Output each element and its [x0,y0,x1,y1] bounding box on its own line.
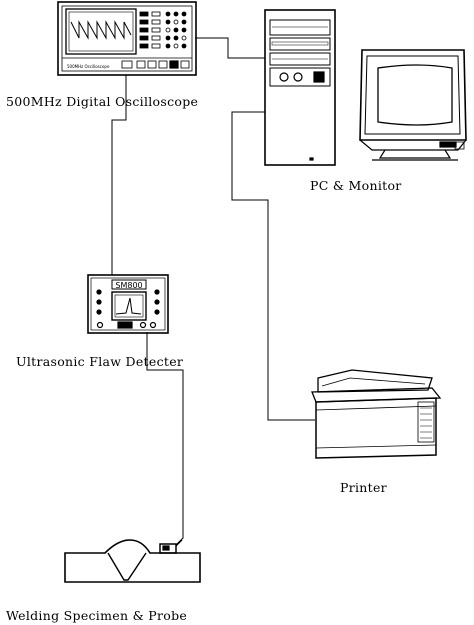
cable-oscilloscope-pc [195,37,265,59]
sawtooth-waveform [70,20,132,40]
detector-screen [111,291,147,321]
detector-model-text: SM800 [115,281,142,290]
oscilloscope: 500MHz Oscilloscope [57,1,197,76]
flaw-detector: SM800 [87,274,169,334]
welding-specimen [64,539,201,583]
specimen-label: Welding Specimen & Probe [6,608,188,623]
pc-tower [264,9,336,166]
monitor-screen [377,64,453,126]
cable-oscilloscope-detector [111,75,127,275]
crt-monitor [359,49,467,161]
cable-detector-probe [146,332,184,546]
flaw-echo-waveform [115,297,142,315]
printer-label: Printer [340,480,387,495]
printer [311,369,442,459]
reset-button [293,72,303,82]
oscilloscope-label: 500MHz Digital Oscilloscope [6,94,199,109]
oscilloscope-controls [139,11,187,49]
ultrasonic-probe [159,539,183,554]
cable-pc-printer [231,111,315,421]
oscilloscope-screen [65,8,137,55]
connection-cables [111,37,315,546]
flaw-detector-label: Ultrasonic Flaw Detecter [16,354,184,369]
power-button [279,72,289,82]
pc-monitor-label: PC & Monitor [310,178,402,193]
oscilloscope-brand-text: 500MHz Oscilloscope [67,64,110,69]
weld-bead [107,552,147,581]
